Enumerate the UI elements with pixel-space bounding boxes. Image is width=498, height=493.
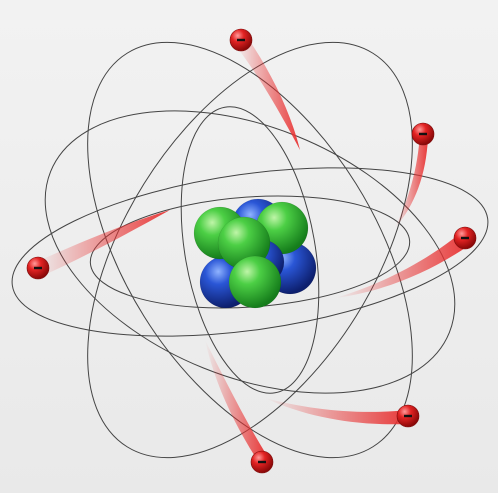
electron-trail-4 (36, 210, 170, 276)
minus-sign-icon (419, 133, 427, 135)
electron-trail-5 (265, 398, 408, 424)
nucleus (194, 199, 316, 308)
electron (230, 29, 252, 51)
minus-sign-icon (461, 237, 469, 239)
electron-trail-6 (205, 340, 266, 458)
proton (229, 256, 281, 308)
minus-sign-icon (258, 461, 266, 463)
electron-trail-1 (236, 34, 300, 150)
electron (251, 451, 273, 473)
electron-trail-3 (335, 232, 468, 298)
electron (397, 405, 419, 427)
electron (412, 123, 434, 145)
electron (27, 257, 49, 279)
electron-trail-2 (395, 132, 428, 228)
minus-sign-icon (237, 39, 245, 41)
minus-sign-icon (404, 415, 412, 417)
electron (454, 227, 476, 249)
minus-sign-icon (34, 267, 42, 269)
